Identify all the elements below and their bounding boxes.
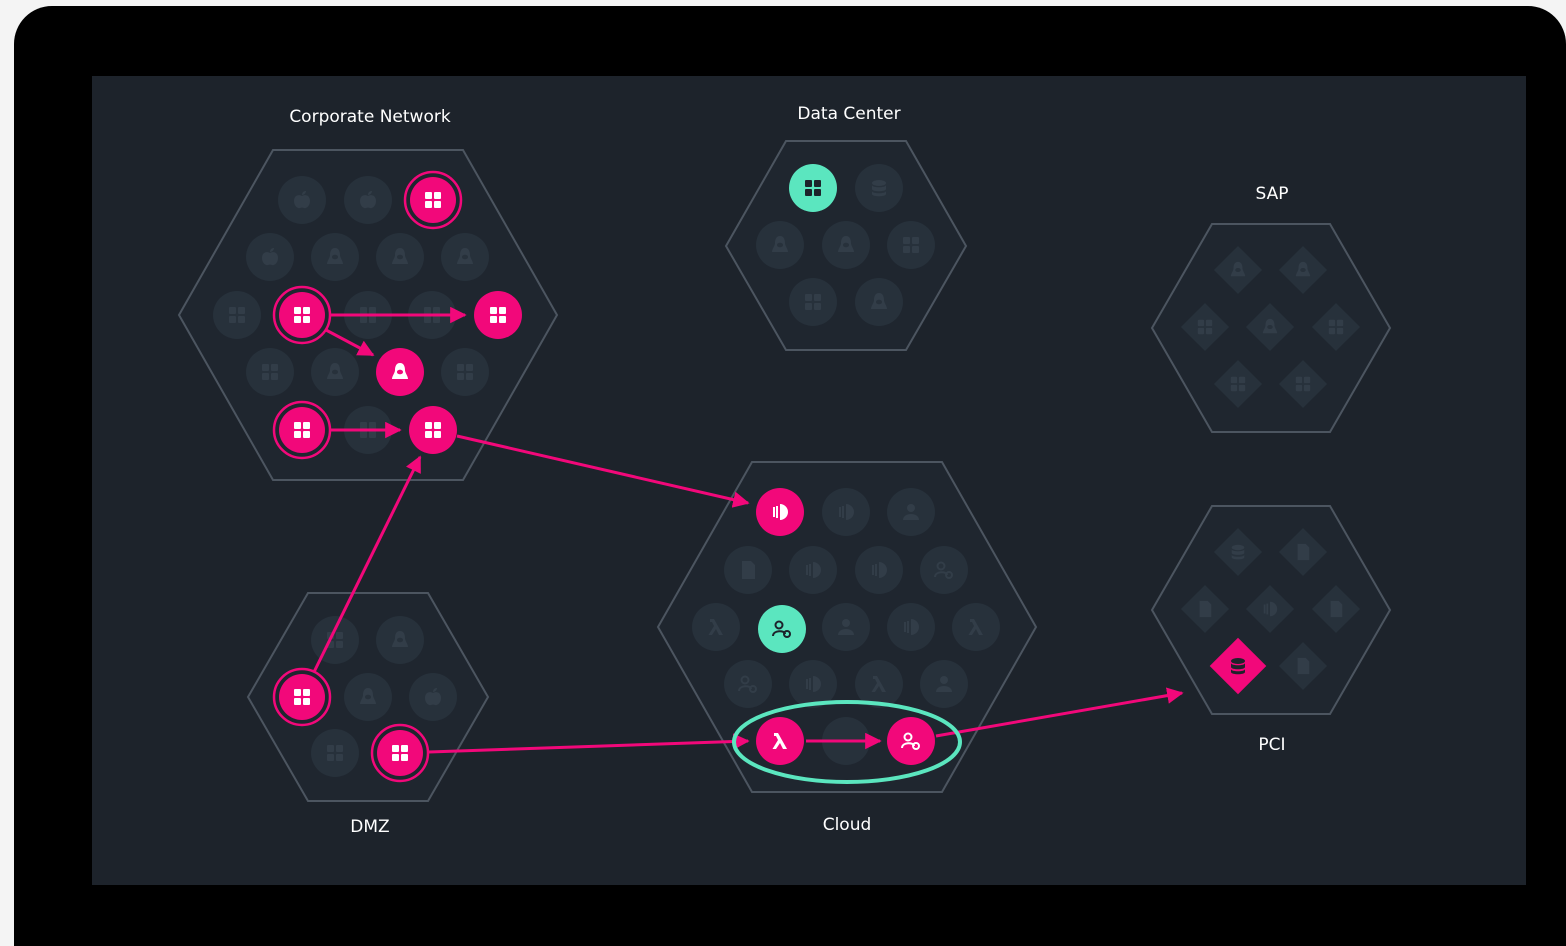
inactive-assets-corporate [213,176,489,454]
windows-icon[interactable] [441,348,489,396]
user-settings-icon[interactable] [724,660,772,708]
critical-path-highlight [732,700,962,784]
database-icon[interactable] [855,164,903,212]
user-settings-icon[interactable] [920,546,968,594]
compromised-assets-dmz [272,667,430,783]
windows-icon[interactable] [370,723,430,783]
linux-tux-icon[interactable] [441,233,489,281]
compromised-assets-corporate [272,170,522,460]
apple-icon[interactable] [409,673,457,721]
storage-icon[interactable] [789,660,837,708]
storage-icon[interactable] [789,546,837,594]
windows-icon[interactable] [409,406,457,454]
storage-icon[interactable] [887,603,935,651]
windows-icon[interactable] [311,616,359,664]
linux-tux-icon[interactable] [311,233,359,281]
zone-label-dmz: DMZ [350,817,389,837]
user-icon[interactable] [920,660,968,708]
lambda-function-icon[interactable] [756,717,804,765]
zone-label-corporate-network: Corporate Network [289,107,451,127]
zone-label-cloud: Cloud [823,815,872,835]
compromised-assets-cloud [756,488,935,765]
attack-edge [312,455,422,673]
linux-tux-icon[interactable] [855,278,903,326]
inactive-assets-cloud [692,488,1000,765]
windows-icon[interactable] [789,164,837,212]
attack-edge [428,733,750,754]
linux-tux-icon[interactable] [822,221,870,269]
linux-tux-icon[interactable] [756,221,804,269]
database-icon[interactable] [1209,637,1267,695]
linux-tux-icon[interactable] [311,348,359,396]
lambda-function-icon[interactable] [952,603,1000,651]
inactive-assets-datacenter [756,164,935,326]
windows-icon[interactable] [789,278,837,326]
protected-assets-datacenter [789,164,837,212]
compromised-assets-pci [1209,637,1267,695]
user-icon[interactable] [887,488,935,536]
windows-icon[interactable] [403,170,463,230]
linux-tux-icon[interactable] [376,616,424,664]
user-icon[interactable] [822,603,870,651]
attack-edge [935,687,1184,738]
zone-label-pci: PCI [1258,735,1285,755]
attack-path-map: Corporate Network Data Center SAP DMZ Cl… [177,104,1392,837]
windows-icon[interactable] [474,291,522,339]
windows-icon[interactable] [887,221,935,269]
linux-tux-icon[interactable] [376,348,424,396]
linux-tux-icon[interactable] [344,673,392,721]
linux-tux-icon[interactable] [376,233,424,281]
apple-icon[interactable] [246,233,294,281]
lambda-function-icon[interactable] [855,660,903,708]
windows-icon[interactable] [272,285,332,345]
attack-edge [456,434,750,508]
inactive-assets-dmz [311,616,457,777]
storage-icon[interactable] [756,488,804,536]
zone-label-sap: SAP [1256,184,1289,204]
windows-icon[interactable] [213,291,261,339]
windows-icon[interactable] [272,667,332,727]
lambda-function-icon[interactable] [692,603,740,651]
user-settings-icon[interactable] [887,717,935,765]
attack-edge [325,328,375,357]
windows-icon[interactable] [311,729,359,777]
windows-icon[interactable] [246,348,294,396]
zone-label-data-center: Data Center [797,104,900,124]
apple-icon[interactable] [344,176,392,224]
storage-icon[interactable] [822,488,870,536]
document-icon[interactable] [724,546,772,594]
windows-icon[interactable] [272,400,332,460]
apple-icon[interactable] [278,176,326,224]
user-settings-icon[interactable] [758,605,806,653]
attack-path-edges [312,306,1184,754]
storage-icon[interactable] [855,546,903,594]
